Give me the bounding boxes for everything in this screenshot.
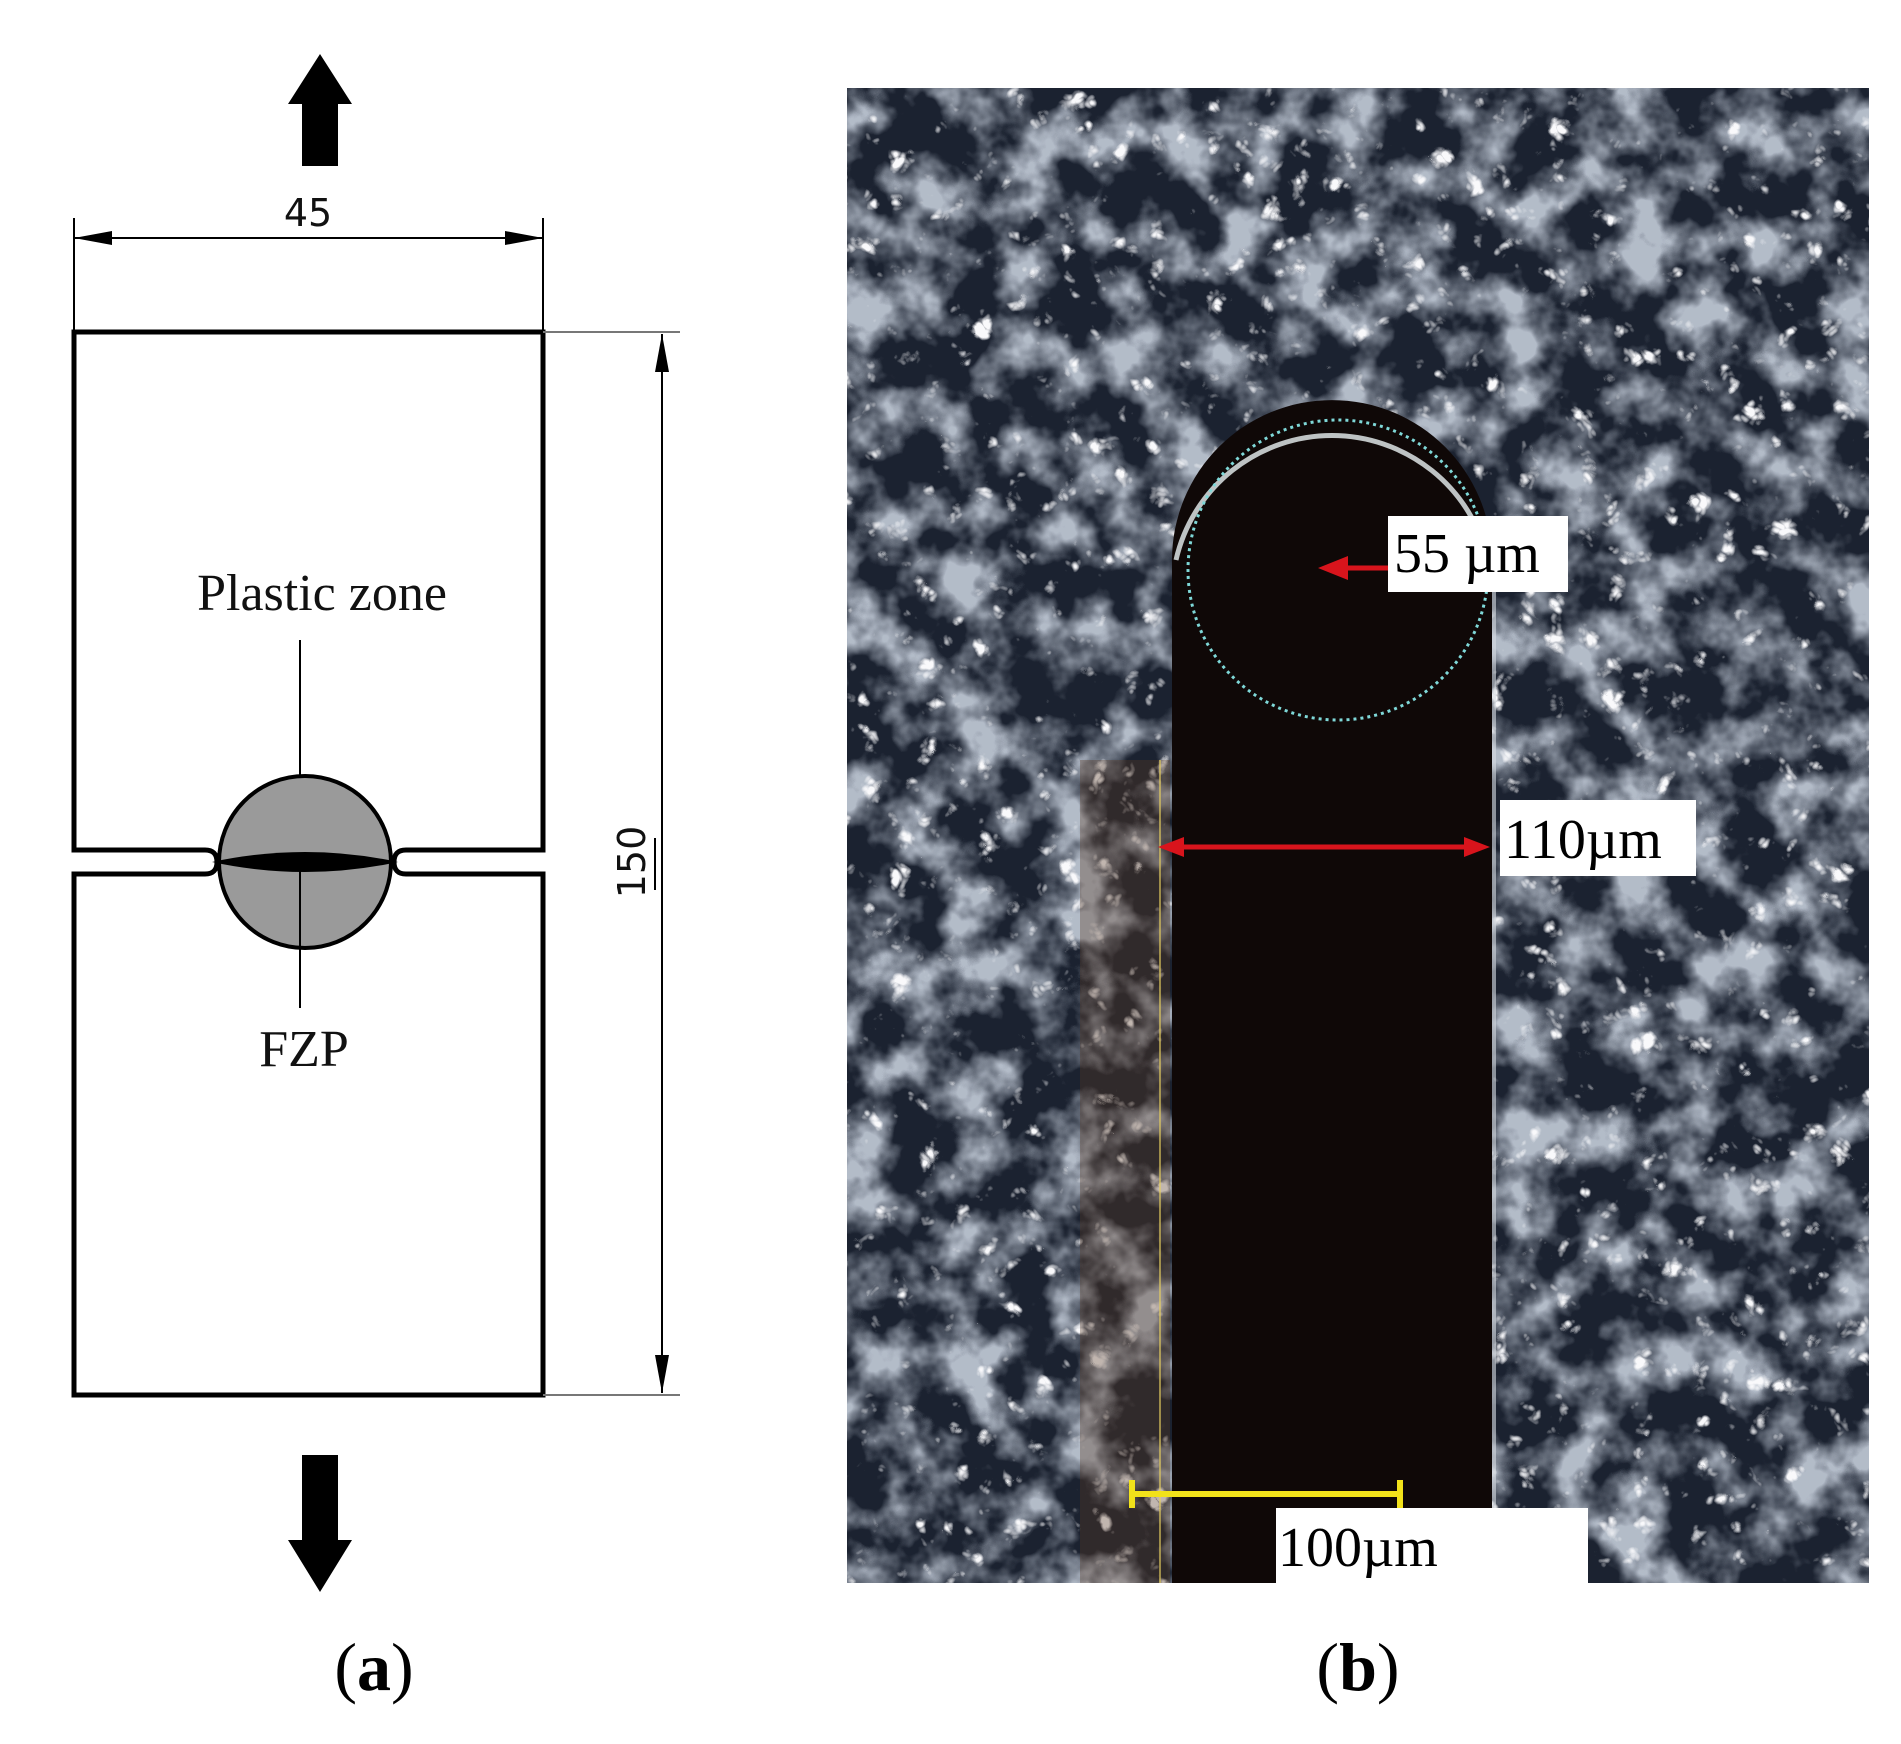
notch-width-label: 110µm bbox=[1504, 809, 1662, 871]
width-dimension-value: 45 bbox=[284, 191, 332, 235]
panel-b-micrograph: 55 µm 110µm 100µm (b) bbox=[847, 88, 1869, 1705]
panel-a-diagram: 45 Plastic zone FZP 150 (a) bbox=[71, 54, 680, 1705]
height-dimension-value: 150 bbox=[610, 826, 654, 899]
caption-b: (b) bbox=[1316, 1629, 1399, 1705]
radius-label: 55 µm bbox=[1394, 523, 1540, 585]
plastic-zone-label: Plastic zone bbox=[197, 565, 447, 622]
load-arrow-up-icon bbox=[288, 54, 352, 166]
load-arrow-down-icon bbox=[288, 1455, 352, 1592]
scale-bar-label: 100µm bbox=[1278, 1517, 1438, 1579]
caption-a: (a) bbox=[334, 1629, 413, 1705]
fzp-label: FZP bbox=[259, 1021, 349, 1078]
fzp-crack bbox=[212, 852, 398, 872]
radius-arrow-icon bbox=[1318, 556, 1348, 580]
notch-slot bbox=[1172, 400, 1492, 1583]
